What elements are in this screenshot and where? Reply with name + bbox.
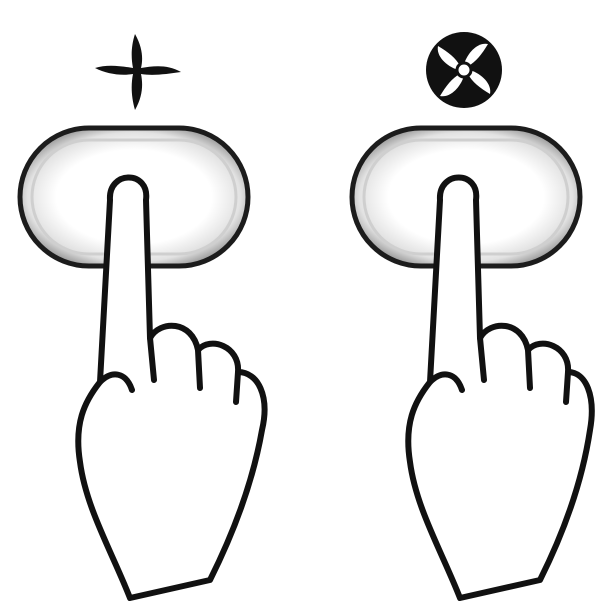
propeller-icon xyxy=(95,34,181,110)
panel-propeller-button xyxy=(0,0,300,603)
panel-left-drawing xyxy=(0,0,300,603)
panel-right-drawing xyxy=(300,0,601,603)
fan-icon xyxy=(426,32,502,108)
panel-fan-button xyxy=(300,0,601,603)
